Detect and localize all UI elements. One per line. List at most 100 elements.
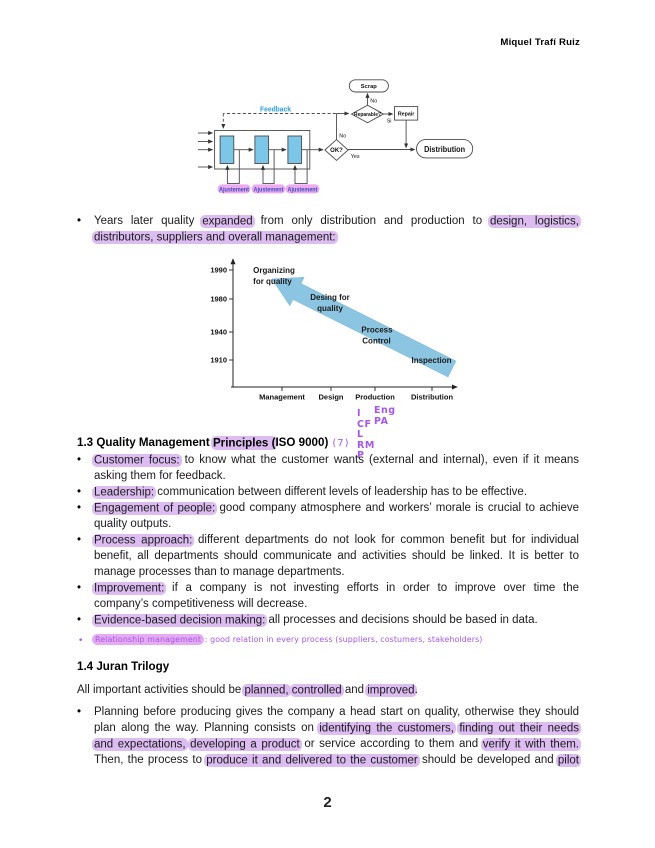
- process-stage-rect: [254, 135, 270, 164]
- text-line: • Years later quality expanded from only…: [77, 213, 581, 229]
- text-line: company’s competitiveness will decrease.: [94, 596, 579, 612]
- highlighted-text: Engagement of people:: [92, 501, 218, 515]
- text-line: • Improvement: if a company is not inves…: [77, 580, 579, 596]
- ajustement-label: Ajustement: [219, 187, 249, 194]
- feedback-label: Feedback: [260, 105, 292, 114]
- text-run: and: [341, 684, 368, 696]
- text-run: benefit, all departments should communic…: [94, 550, 579, 562]
- highlighted-text: controlled: [289, 683, 344, 697]
- adjustment-loop: [292, 149, 308, 185]
- ajustement-label: Ajustement: [254, 187, 284, 194]
- text-run: quality outputs.: [94, 518, 172, 530]
- highlighted-text: and expectations,: [92, 737, 188, 751]
- handwritten-abbrev: P: [357, 450, 365, 462]
- handwritten-abbrev: RM: [357, 439, 375, 451]
- text-run: or service according to them and: [299, 738, 483, 750]
- highlighted-text: design, logistics,: [487, 214, 581, 228]
- bullet-marker: •: [77, 502, 82, 514]
- y-tick-label: 1990: [210, 266, 227, 275]
- reparable-diamond: [350, 104, 385, 124]
- text-run: manage processes than to manage departme…: [94, 566, 345, 578]
- text-run: should be developed and: [417, 754, 558, 766]
- author-name: Miquel Trafí Ruiz: [500, 37, 580, 48]
- text-run: asking them for feedback.: [94, 470, 226, 482]
- x-tick-label: Design: [318, 393, 343, 402]
- highlighted-text: pilot: [555, 753, 582, 767]
- trend-arrow: [271, 276, 457, 378]
- ajustement-highlight: [285, 184, 320, 194]
- stage-label-organizing: Organizing: [253, 266, 295, 275]
- y-tick-label: 1910: [210, 356, 227, 365]
- text-run: different departments do not look for co…: [192, 534, 579, 546]
- text-line: All important activities should be plann…: [77, 682, 579, 698]
- text-line: asking them for feedback.: [94, 468, 579, 484]
- ajustement-label: Ajustement: [288, 187, 318, 194]
- section-heading: 1.3 Quality Management Principles (ISO 9…: [77, 435, 597, 452]
- x-tick-label: Management: [259, 393, 305, 402]
- adjustment-loop: [260, 149, 275, 185]
- text-run: Planning before producing gives the comp…: [94, 706, 579, 718]
- handwritten-annotation-column: Eng PA: [374, 405, 396, 427]
- section-1-4-intro: All important activities should be plann…: [77, 682, 579, 698]
- ajustement-highlight: [251, 184, 286, 194]
- quality-trend-chart-image: 1990 1980 1940 1910 Management Design Pr…: [210, 258, 458, 402]
- si-label: Si: [387, 119, 392, 125]
- text-run: plan along the way. Planning consists on: [94, 722, 320, 734]
- scrap-shape: [348, 79, 389, 93]
- text-run: company’s competitiveness will decrease.: [94, 598, 308, 610]
- no-label: No: [370, 99, 377, 105]
- bullet-marker: •: [77, 534, 82, 546]
- section-1-4-bullet: • Planning before producing gives the co…: [77, 704, 582, 768]
- repair-label: Repair: [398, 112, 415, 118]
- text-run: to know what the customer wants (externa…: [179, 454, 579, 466]
- text-run: all processes and decisions should be ba…: [265, 614, 538, 626]
- highlighted-text: developing a product: [188, 737, 302, 751]
- text-line: • Evidence-based decision making: all pr…: [77, 612, 579, 628]
- x-tick-label: Production: [355, 393, 395, 402]
- bullet-marker: •: [77, 582, 82, 594]
- stage-label-process: Process: [361, 326, 393, 335]
- adjustment-loop: [225, 149, 240, 185]
- y-tick-label: 1980: [210, 295, 227, 304]
- highlighted-text: distributors, suppliers and overall mana…: [92, 230, 338, 244]
- stage-label-inspection: Inspection: [411, 356, 451, 365]
- text-line: and expectations, developing a product o…: [92, 736, 581, 752]
- highlighted-text: Process approach:: [92, 533, 195, 547]
- text-run: : good relation in every process (suppli…: [202, 635, 483, 644]
- ok-diamond: [324, 138, 349, 162]
- y-tick-label: 1940: [210, 328, 227, 337]
- text-run: All important activities should be: [77, 684, 245, 696]
- text-run: communication between different levels o…: [154, 486, 528, 498]
- text-line: • Leadership: communication between diff…: [77, 484, 579, 500]
- text-run: from only distribution and production to: [252, 215, 490, 227]
- intro-bullet-paragraph: • Years later quality expanded from only…: [77, 213, 581, 245]
- text-run: .: [414, 684, 418, 696]
- highlighted-text: finding out their needs: [457, 721, 581, 735]
- stage-label-organizing: for quality: [253, 277, 292, 286]
- handwritten-abbrev: I: [357, 408, 362, 419]
- highlighted-text: planned,: [242, 683, 291, 697]
- bullet-marker: •: [77, 706, 82, 718]
- highlighted-text: Customer focus:: [92, 453, 182, 467]
- flowchart-image: Feedback Scrap No Reparable? Si Repair N…: [198, 79, 474, 194]
- highlighted-text: expanded: [200, 214, 255, 228]
- handwritten-count: (7): [332, 438, 350, 449]
- highlighted-text: Leadership:: [92, 485, 157, 499]
- bullet-marker: •: [77, 215, 82, 227]
- highlighted-text: Improvement:: [92, 581, 167, 595]
- text-run: good company atmosphere and workers’ mor…: [215, 502, 579, 514]
- page-number: 2: [323, 794, 332, 811]
- bullet-marker: •: [77, 614, 82, 626]
- text-run: 1.3 Quality Management: [77, 436, 213, 449]
- stage-label-process: Control: [362, 337, 390, 346]
- x-tick-label: Distribution: [411, 393, 453, 402]
- highlighted-text: identifying the customers,: [317, 721, 456, 735]
- text-line: • Engagement of people: good company atm…: [77, 500, 579, 516]
- repair-shape: [394, 106, 419, 121]
- handwritten-abbrev: L: [357, 429, 364, 441]
- text-run: ISO 9000): [275, 436, 329, 449]
- text-line: • Planning before producing gives the co…: [77, 704, 579, 720]
- stage-label-desing: Desing for: [310, 293, 350, 302]
- bullet-marker: •: [77, 486, 82, 498]
